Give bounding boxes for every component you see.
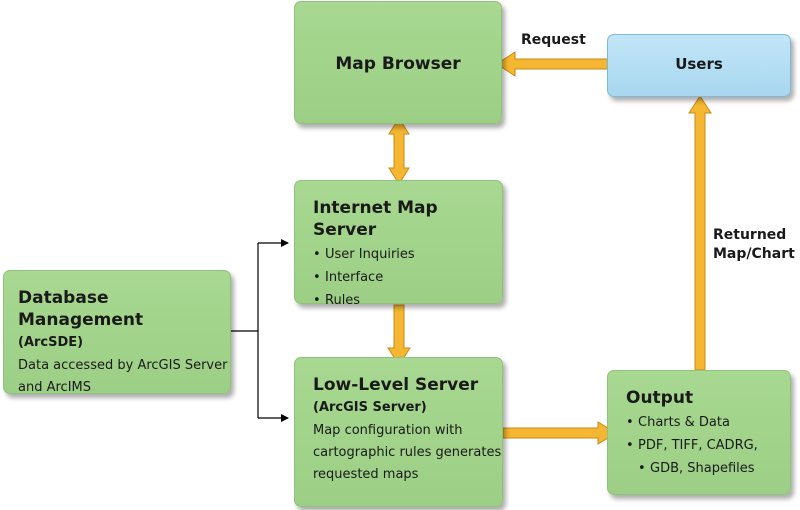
database-management-body-line2: and ArcIMS — [18, 380, 91, 395]
list-item: PDF, TIFF, CADRG, — [626, 434, 790, 457]
browser-server-double-arrow — [388, 117, 410, 185]
server-to-lowlevel-arrow — [387, 304, 411, 366]
database-management-box: Database Management (ArcSDE) Data access… — [3, 270, 231, 395]
users-box: Users — [607, 34, 791, 97]
returned-map-chart-label: Returned Map/Chart — [713, 226, 795, 264]
database-management-title: Database Management — [18, 288, 144, 330]
map-browser-title: Map Browser — [335, 54, 461, 74]
internet-map-server-list: User Inquiries Interface Rules — [313, 243, 502, 312]
internet-map-server-box: Internet Map Server User Inquiries Inter… — [294, 180, 503, 308]
list-item: Rules — [313, 289, 502, 312]
lowlevel-to-output-arrow — [502, 421, 617, 445]
request-label: Request — [521, 32, 586, 48]
list-item: Charts & Data — [626, 411, 790, 434]
low-level-server-body-line2: cartographic rules generates — [313, 445, 502, 460]
output-box: Output Charts & Data PDF, TIFF, CADRG, G… — [607, 370, 791, 495]
returned-label-line2: Map/Chart — [713, 246, 795, 262]
database-management-body-line1: Data accessed by ArcGIS Server — [18, 358, 228, 373]
low-level-server-body-line3: requested maps — [313, 467, 419, 482]
output-to-users-arrow — [688, 95, 712, 371]
low-level-server-title: Low-Level Server — [313, 375, 479, 395]
list-item: GDB, Shapefiles — [626, 457, 790, 480]
map-browser-box: Map Browser — [294, 1, 502, 124]
returned-label-line1: Returned — [713, 227, 787, 243]
database-to-servers-connector — [230, 239, 289, 422]
internet-map-server-title: Internet Map Server — [313, 198, 438, 240]
output-title: Output — [626, 388, 694, 408]
request-arrow — [496, 51, 609, 77]
low-level-server-box: Low-Level Server (ArcGIS Server) Map con… — [294, 357, 503, 507]
low-level-server-subtitle: (ArcGIS Server) — [313, 400, 427, 415]
users-title: Users — [675, 55, 723, 73]
output-list: Charts & Data PDF, TIFF, CADRG, GDB, Sha… — [626, 411, 790, 480]
low-level-server-body-line1: Map configuration with — [313, 423, 463, 438]
database-management-subtitle: (ArcSDE) — [18, 335, 84, 350]
list-item: User Inquiries — [313, 243, 502, 266]
list-item: Interface — [313, 266, 502, 289]
